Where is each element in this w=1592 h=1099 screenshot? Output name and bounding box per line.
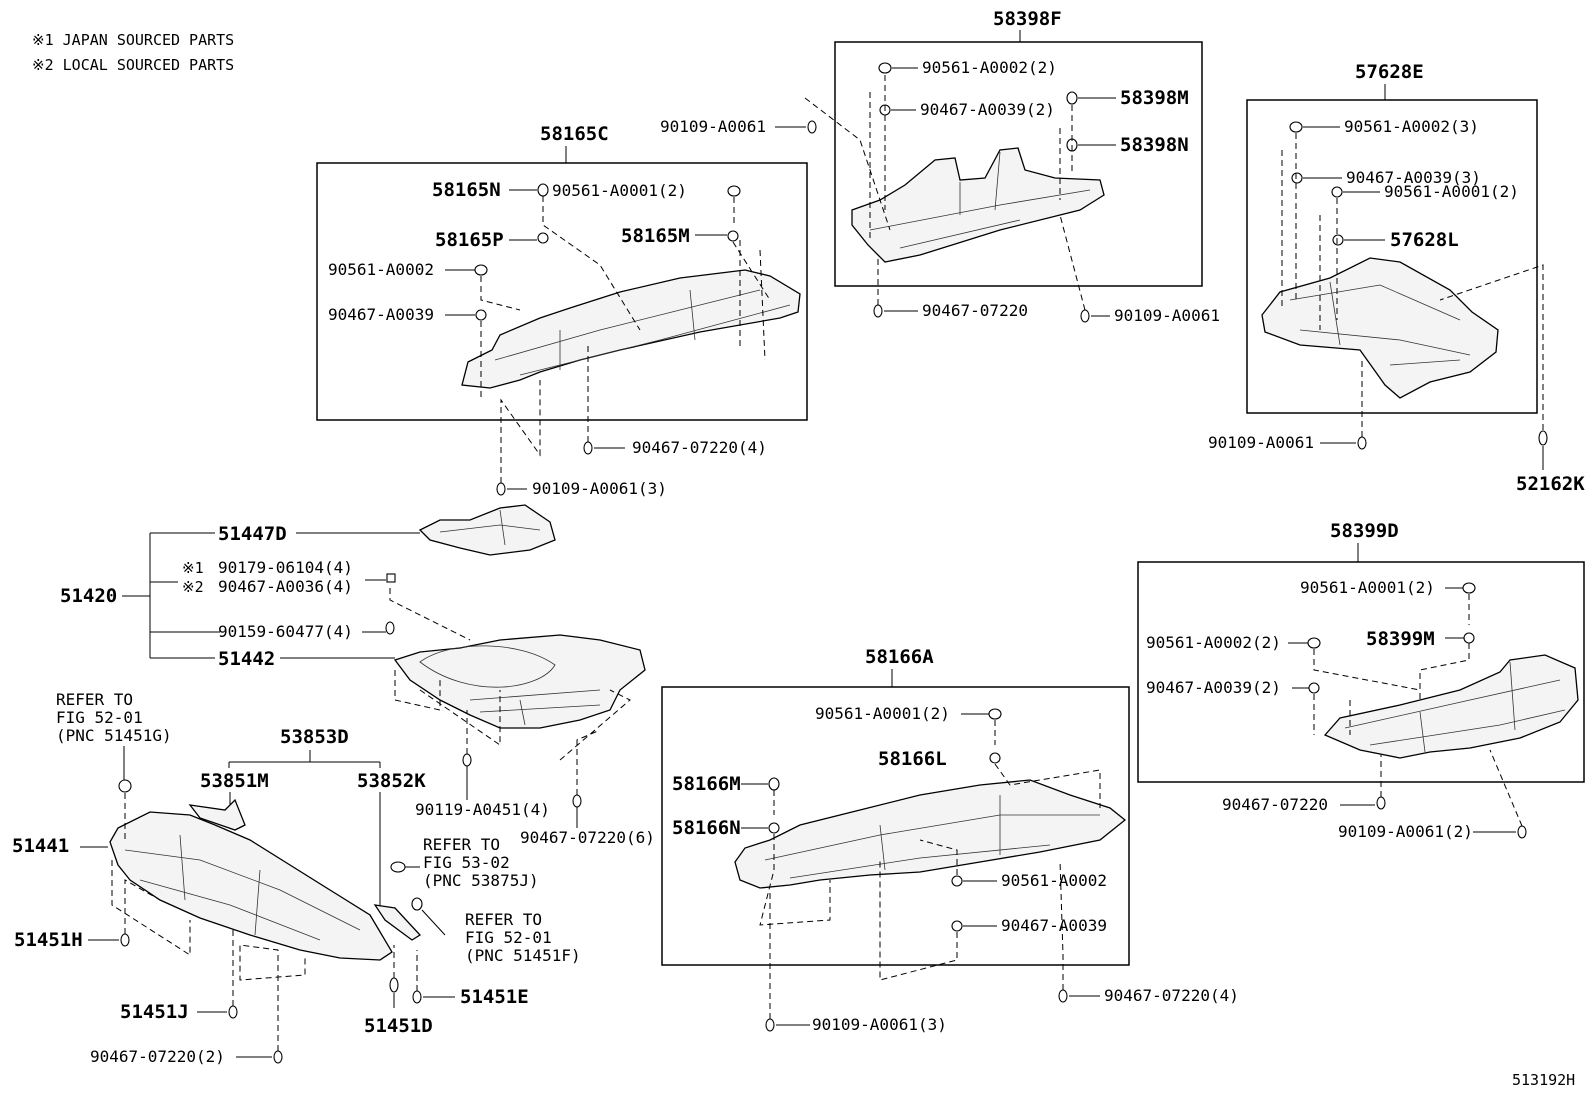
ref-51451G-line3: (PNC 51451G) [56, 726, 172, 745]
label-58165M: 58165M [621, 225, 690, 247]
group-frame [1246, 99, 1538, 414]
label-51451E: 51451E [460, 986, 529, 1008]
ref-53875J-line3: (PNC 53875J) [423, 871, 539, 890]
group-title: 58165C [540, 123, 609, 145]
label-58166L: 58166L [878, 748, 947, 770]
label-51441: 51441 [12, 835, 69, 857]
label-90467-07220: 90467-07220(6) [520, 828, 655, 847]
label-90109-A0061: 90109-A0061(2) [1338, 822, 1473, 841]
label-58165P: 58165P [435, 229, 504, 251]
group-title: 51420 [60, 585, 117, 607]
label-90109-A0061: 90109-A0061(3) [812, 1015, 947, 1034]
group-title: 58399D [1330, 520, 1399, 542]
label-90561-A0002: 90561-A0002 [328, 260, 434, 279]
label-90467-A0039: 90467-A0039(2) [920, 100, 1055, 119]
label-90561-A0001: 90561-A0001(2) [1300, 578, 1435, 597]
under-cover-57628E-shape [1261, 257, 1499, 399]
label-90467-07220: 90467-07220(2) [90, 1047, 225, 1066]
label-90467-07220: 90467-07220(4) [1104, 986, 1239, 1005]
under-cover-58166A-shape [734, 779, 1127, 889]
group-57628E: 57628E 90561-A0002(3) 90467-A0039(3) 905… [1208, 61, 1585, 495]
label-90561-A0002: 90561-A0002(3) [1344, 117, 1479, 136]
ref-51451G-line2: FIG 52-01 [56, 708, 143, 727]
label-58398N: 58398N [1120, 134, 1189, 156]
label-90467-A0039: 90467-A0039(2) [1146, 678, 1281, 697]
label-90159-60477: 90159-60477(4) [218, 622, 353, 641]
group-title: 58166A [865, 646, 934, 668]
label-90467-07220: 90467-07220 [922, 301, 1028, 320]
under-cover-51441-shape [109, 811, 393, 961]
under-cover-51442-shape [393, 634, 646, 729]
bracket-53852K-shape [373, 904, 422, 941]
ref-51451G-line1: REFER TO [56, 690, 133, 709]
label-58166N: 58166N [672, 817, 741, 839]
label-90467-A0036: 90467-A0036(4) [218, 577, 353, 596]
label-90561-A0002: 90561-A0002(2) [1146, 633, 1281, 652]
ref-51451F-line2: FIG 52-01 [465, 928, 552, 947]
group-51420: 51420 51447D ※1 90179-06104(4) ※2 90467-… [60, 504, 655, 847]
label-51442: 51442 [218, 648, 275, 670]
label-58398M: 58398M [1120, 87, 1189, 109]
group-frame [834, 41, 1203, 287]
group-title: 58398F [993, 8, 1062, 30]
label-90561-A0002: 90561-A0002 [1001, 871, 1107, 890]
label-90467-07220: 90467-07220(4) [632, 438, 767, 457]
label-52162K: 52162K [1516, 473, 1585, 495]
label-90109-A0061: 90109-A0061 [1208, 433, 1314, 452]
label-53852K: 53852K [357, 770, 426, 792]
note-mark-2: ※2 [182, 578, 204, 596]
ref-53875J-line2: FIG 53-02 [423, 853, 510, 872]
group-58166A: 58166A 90561-A0001(2) 58166L 58166M 5816… [661, 646, 1239, 1034]
figure-code: 513192H [1512, 1071, 1575, 1089]
under-cover-58399D-shape [1323, 654, 1579, 759]
label-58166M: 58166M [672, 773, 741, 795]
ref-51451F-line3: (PNC 51451F) [465, 946, 581, 965]
group-frame [316, 162, 808, 421]
label-90109-A0061-b: 90109-A0061 [1114, 306, 1220, 325]
ref-51451F-line1: REFER TO [465, 910, 542, 929]
bracket-51447D-shape [418, 504, 556, 556]
label-90561-A0001: 90561-A0001(2) [552, 181, 687, 200]
group-51441: REFER TO FIG 52-01 (PNC 51451G) 53853D 5… [12, 690, 581, 1066]
under-cover-58165C-shape [461, 269, 801, 389]
label-53851M: 53851M [200, 770, 269, 792]
under-cover-58398F-shape [851, 147, 1105, 263]
label-90561-A0001: 90561-A0001(2) [1384, 182, 1519, 201]
group-58165C: 58165C 58165N 90561-A0001(2) 58165P 5816… [316, 123, 808, 498]
note-mark-1: ※1 [182, 559, 204, 577]
label-90467-A0039: 90467-A0039(3) [1346, 168, 1481, 187]
label-58165N: 58165N [432, 179, 501, 201]
group-title-53853D: 53853D [280, 726, 349, 748]
label-90119-A0451: 90119-A0451(4) [415, 800, 550, 819]
label-90109-A0061: 90109-A0061(3) [532, 479, 667, 498]
label-90179-06104: 90179-06104(4) [218, 558, 353, 577]
label-58399M: 58399M [1366, 628, 1435, 650]
ref-53875J-line1: REFER TO [423, 835, 500, 854]
label-90467-A0039: 90467-A0039 [328, 305, 434, 324]
label-90109-A0061: 90109-A0061 [660, 117, 766, 136]
note-japan-sourced: ※1 JAPAN SOURCED PARTS [32, 31, 234, 49]
label-51451H: 51451H [14, 929, 83, 951]
group-title: 57628E [1355, 61, 1424, 83]
note-local-sourced: ※2 LOCAL SOURCED PARTS [32, 56, 234, 74]
group-frame [1137, 561, 1585, 783]
label-51447D: 51447D [218, 523, 287, 545]
bracket-53851M-shape [188, 798, 246, 831]
group-frame [661, 686, 1130, 966]
label-90561-A0002: 90561-A0002(2) [922, 58, 1057, 77]
group-58398F: 58398F 90561-A0002(2) 90467-A0039(2) 583… [660, 8, 1220, 325]
group-58399D: 58399D 90561-A0001(2) 90561-A0002(2) 583… [1137, 520, 1585, 841]
label-51451D: 51451D [364, 1015, 433, 1037]
label-90467-A0039: 90467-A0039 [1001, 916, 1107, 935]
label-90467-07220: 90467-07220 [1222, 795, 1328, 814]
label-90561-A0001: 90561-A0001(2) [815, 704, 950, 723]
label-51451J: 51451J [120, 1001, 189, 1023]
label-57628L: 57628L [1390, 229, 1459, 251]
